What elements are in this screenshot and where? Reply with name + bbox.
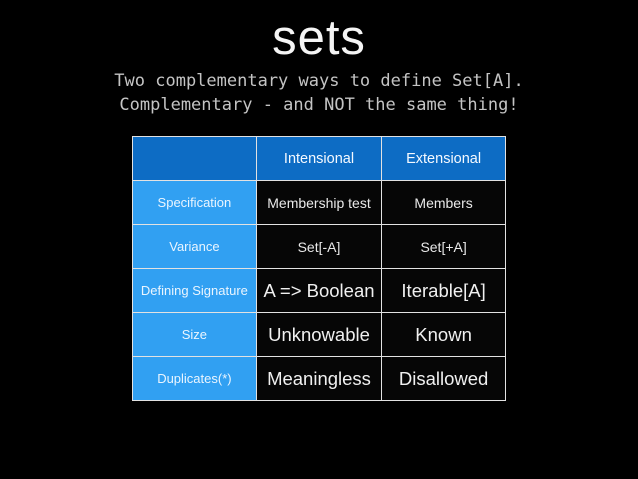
table-row-size: Size Unknowable Known [131, 312, 507, 357]
header-cell-intensional: Intensional [256, 136, 382, 181]
header-cell-empty [131, 136, 258, 181]
cell-variance-intensional: Set[-A] [256, 224, 382, 269]
comparison-table: Intensional Extensional Specification Me… [131, 136, 507, 401]
table-row-defining-signature: Defining Signature A => Boolean Iterable… [131, 268, 507, 313]
cell-specification-extensional: Members [380, 180, 507, 225]
cell-duplicates-extensional: Disallowed [380, 356, 507, 401]
subtitle: Two complementary ways to define Set[A].… [0, 69, 638, 117]
row-header-size: Size [131, 312, 258, 357]
cell-specification-intensional: Membership test [256, 180, 382, 225]
page-title: sets [272, 11, 366, 65]
row-header-specification: Specification [131, 180, 258, 225]
table-header-row: Intensional Extensional [131, 136, 507, 181]
header-cell-extensional: Extensional [380, 136, 507, 181]
cell-duplicates-intensional: Meaningless [256, 356, 382, 401]
cell-defining-signature-extensional: Iterable[A] [380, 268, 507, 313]
cell-defining-signature-intensional: A => Boolean [256, 268, 382, 313]
cell-size-extensional: Known [380, 312, 507, 357]
cell-size-intensional: Unknowable [256, 312, 382, 357]
table-row-duplicates: Duplicates(*) Meaningless Disallowed [131, 356, 507, 401]
row-header-defining-signature: Defining Signature [131, 268, 258, 313]
cell-variance-extensional: Set[+A] [380, 224, 507, 269]
table-row-variance: Variance Set[-A] Set[+A] [131, 224, 507, 269]
row-header-variance: Variance [131, 224, 258, 269]
row-header-duplicates: Duplicates(*) [131, 356, 258, 401]
subtitle-line-2: Complementary - and NOT the same thing! [119, 95, 519, 115]
table-row-specification: Specification Membership test Members [131, 180, 507, 225]
subtitle-line-1: Two complementary ways to define Set[A]. [114, 71, 524, 91]
